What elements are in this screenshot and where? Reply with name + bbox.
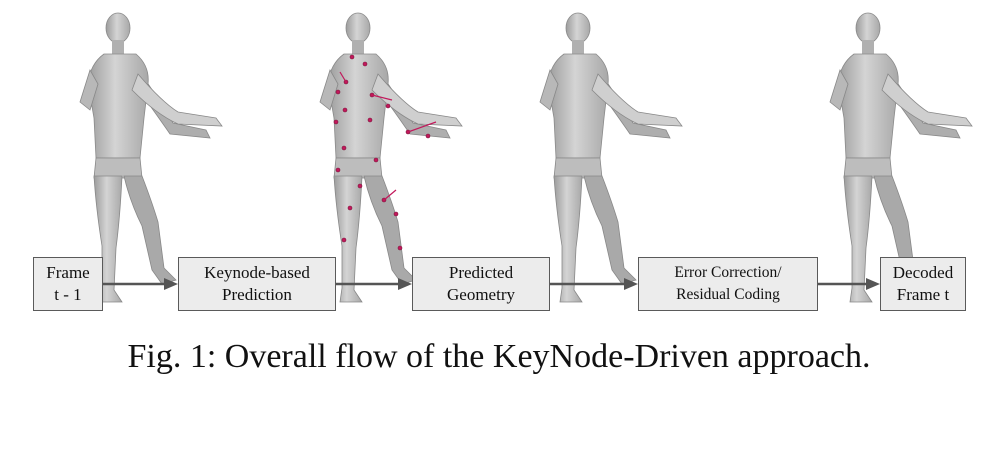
figure-caption: Fig. 1: Overall flow of the KeyNode-Driv… — [127, 338, 871, 375]
box-frame-t-minus-1-line2: t - 1 — [54, 285, 82, 304]
box-frame-t-minus-1-line1: Frame — [46, 263, 90, 282]
keynode-vectors — [339, 71, 437, 201]
box-predicted-geometry-line2: Geometry — [447, 285, 515, 304]
flow-arrows — [103, 278, 880, 290]
box-decoded-frame-line1: Decoded — [892, 263, 954, 282]
box-predicted-geometry: Predicted Geometry — [412, 257, 550, 311]
box-error-correction-line1: Error Correction/ — [674, 264, 782, 281]
box-decoded-frame: Decoded Frame t — [880, 257, 966, 311]
box-keynode-prediction-line1: Keynode-based — [204, 263, 310, 282]
box-keynode-prediction: Keynode-based Prediction — [178, 257, 336, 311]
box-keynode-prediction-line2: Prediction — [222, 285, 292, 304]
box-frame-t-minus-1: Frame t - 1 — [33, 257, 103, 311]
box-decoded-frame-line2: Frame t — [896, 285, 950, 304]
box-error-correction-line2: Residual Coding — [676, 286, 780, 303]
box-error-correction: Error Correction/ Residual Coding — [638, 257, 818, 311]
keynode-markers — [333, 54, 431, 251]
box-predicted-geometry-line1: Predicted — [448, 263, 514, 282]
